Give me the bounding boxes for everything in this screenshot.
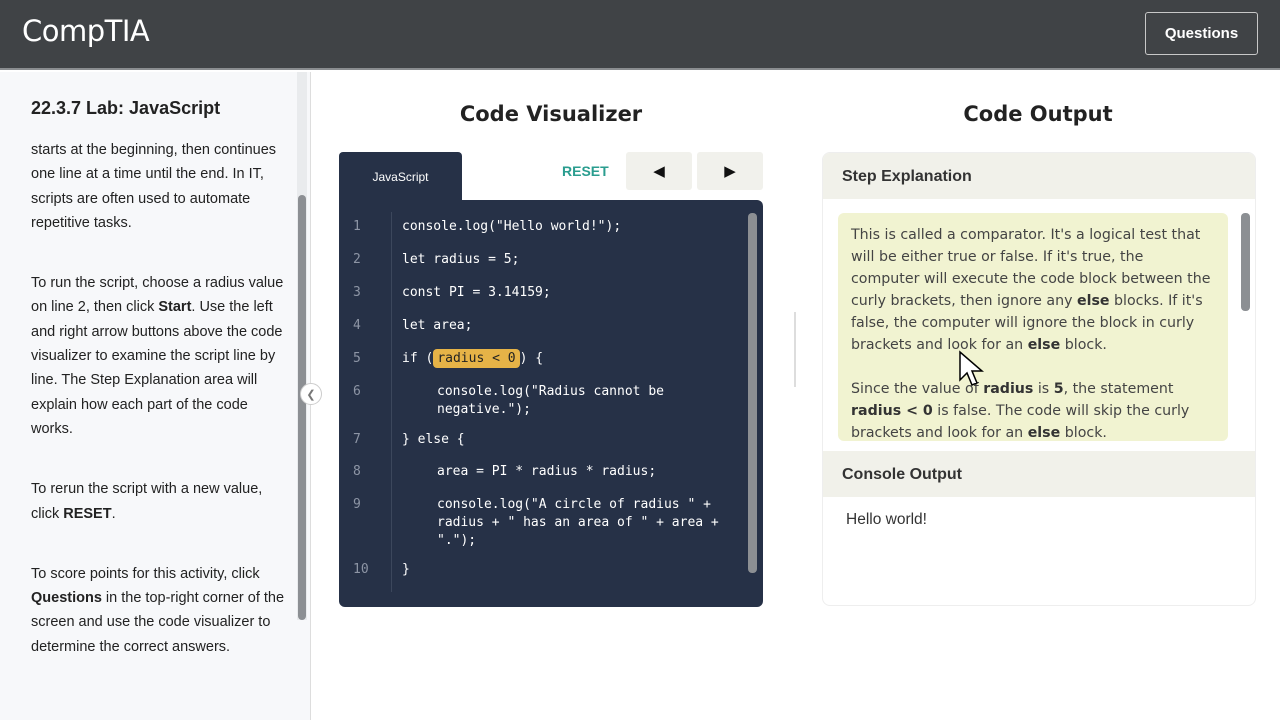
panel-resize-handle[interactable]	[794, 312, 796, 387]
line-number: 8	[353, 464, 361, 479]
code-token: }	[402, 562, 410, 577]
code-editor: 1 console.log("Hello world!"); 2 let radius…	[339, 200, 763, 607]
line-number: 9	[353, 497, 361, 512]
top-bar: CompTIA Questions	[0, 0, 1280, 70]
code-token: } else {	[402, 432, 465, 447]
comptia-logo: CompTIA	[22, 14, 150, 48]
instruction-paragraph: To score points for this activity, click…	[31, 562, 289, 659]
line-number: 3	[353, 285, 361, 300]
instructions-panel: 22.3.7 Lab: JavaScript starts at the beg…	[0, 72, 311, 720]
explanation-paragraph: This is called a comparator. It's a logi…	[851, 224, 1215, 356]
code-token: let radius = 5;	[402, 252, 520, 267]
line-number: 4	[353, 318, 361, 333]
triangle-left-icon: ◀	[653, 163, 665, 180]
code-token: ) {	[519, 351, 544, 366]
bold-text: RESET	[63, 505, 112, 522]
code-token: console.log("A circle of radius " + radi…	[437, 497, 727, 548]
text-segment: is false. The code will skip the curly b…	[851, 403, 1190, 441]
previous-step-button[interactable]: ◀	[626, 152, 692, 190]
chevron-left-icon: ❮	[306, 388, 316, 401]
bold-text: Start	[158, 299, 192, 316]
text-segment: .	[111, 505, 116, 522]
highlighted-expression: radius < 0	[433, 349, 520, 368]
text-segment: To score points for this activity, click	[31, 565, 260, 582]
code-token: const PI = 3.14159;	[402, 285, 551, 300]
bold-text: else	[1076, 293, 1110, 309]
instructions-text: starts at the beginning, then continues …	[31, 138, 289, 695]
text-segment: block.	[1060, 425, 1107, 441]
code-text: let radius = 5;	[402, 251, 747, 269]
output-card: Step Explanation This is called a compar…	[822, 152, 1256, 606]
triangle-right-icon: ▶	[724, 163, 736, 180]
line-gutter-divider	[391, 212, 392, 592]
text-segment: is	[1033, 381, 1054, 397]
step-explanation-header: Step Explanation	[823, 153, 1255, 199]
bold-text: radius < 0	[851, 403, 933, 419]
code-text: }	[402, 561, 747, 579]
line-number: 10	[353, 562, 369, 577]
text-segment: This is called a comparator. It's a logi…	[851, 227, 1211, 309]
bold-text: else	[1027, 337, 1061, 353]
console-output-header: Console Output	[823, 451, 1255, 497]
instruction-paragraph: To run the script, choose a radius value…	[31, 271, 289, 441]
text-segment: Since the value of	[851, 381, 984, 397]
text-segment: To rerun the script with a new value, cl…	[31, 481, 263, 522]
bold-text: Questions	[31, 590, 102, 607]
line-number: 5	[353, 351, 361, 366]
questions-button[interactable]: Questions	[1145, 12, 1258, 55]
code-text: } else {	[402, 431, 747, 449]
step-explanation-text: This is called a comparator. It's a logi…	[838, 213, 1228, 441]
mouse-cursor-icon	[959, 350, 985, 386]
code-visualizer-title: Code Visualizer	[459, 102, 643, 126]
code-output-title: Code Output	[963, 102, 1113, 126]
lab-title: 22.3.7 Lab: JavaScript	[31, 98, 221, 118]
code-scrollbar[interactable]	[748, 213, 757, 573]
line-number: 2	[353, 252, 361, 267]
code-token: area = PI * radius * radius;	[437, 464, 657, 479]
line-number: 6	[353, 384, 361, 399]
text-segment: blocks. If it's false, the computer will…	[851, 293, 1203, 353]
code-text: area = PI * radius * radius;	[437, 463, 747, 481]
code-text: let area;	[402, 317, 747, 335]
explanation-paragraph: Since the value of radius is 5, the stat…	[851, 378, 1215, 441]
explanation-scrollbar[interactable]	[1241, 213, 1250, 311]
code-token: let area;	[402, 318, 473, 333]
console-output-text: Hello world!	[846, 511, 927, 528]
collapse-sidebar-button[interactable]: ❮	[300, 383, 322, 405]
text-segment: in the top-right corner of the screen an…	[31, 590, 285, 655]
sidebar-scrollbar-thumb[interactable]	[298, 195, 306, 620]
text-segment: To run the script, choose a radius value…	[31, 275, 284, 316]
line-number: 7	[353, 432, 361, 447]
bold-text: radius	[983, 381, 1034, 397]
code-text: const PI = 3.14159;	[402, 284, 747, 302]
bold-text: else	[1027, 425, 1061, 441]
code-text: console.log("A circle of radius " + radi…	[437, 496, 747, 550]
text-segment: , the statement	[1063, 381, 1174, 397]
bold-text: 5	[1053, 381, 1064, 397]
instruction-paragraph: starts at the beginning, then continues …	[31, 138, 289, 235]
text-segment: . Use the left and right arrow buttons a…	[31, 299, 283, 437]
code-text: console.log("Hello world!");	[402, 218, 747, 236]
instruction-paragraph: To rerun the script with a new value, cl…	[31, 477, 289, 526]
tab-javascript[interactable]: JavaScript	[339, 152, 462, 202]
code-text: if (radius < 0) {	[402, 349, 747, 368]
text-segment: starts at the beginning, then continues …	[31, 142, 277, 231]
reset-button[interactable]: RESET	[562, 163, 609, 179]
text-segment: block.	[1060, 337, 1107, 353]
code-token: console.log("Radius cannot be negative."…	[437, 384, 672, 417]
next-step-button[interactable]: ▶	[697, 152, 763, 190]
code-token: console.log("Hello world!");	[402, 219, 622, 234]
line-number: 1	[353, 219, 361, 234]
code-text: console.log("Radius cannot be negative."…	[437, 383, 747, 419]
code-token: if (	[402, 351, 434, 366]
